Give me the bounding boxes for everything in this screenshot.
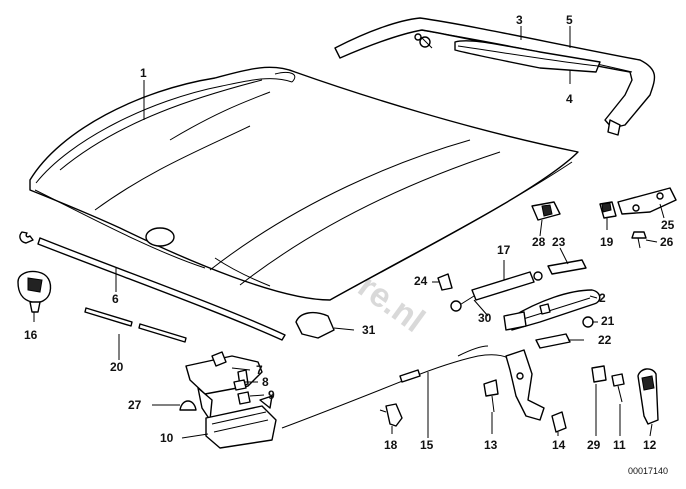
callout-16: 16 [24,328,38,342]
leader-lines [33,26,665,439]
lock-assembly [185,351,277,449]
callout-2: 2 [599,291,606,305]
seal-clip [414,33,433,49]
callout-5: 5 [566,13,573,27]
callout-14: 14 [552,438,566,452]
seal-strip-front [37,237,286,341]
callout-10: 10 [160,431,174,445]
handle-part-12 [637,368,659,425]
hood-panel [29,66,579,301]
plate-part-22 [535,333,571,349]
callout-4: 4 [566,92,573,106]
callout-11: 11 [613,438,626,452]
buffer-part-14 [551,411,567,433]
buffer-part-27 [179,400,197,411]
cover-part-31 [295,311,335,339]
callout-labels: 1 2 3 4 5 6 7 8 9 10 11 12 13 14 15 16 1… [24,13,675,452]
callout-1: 1 [140,66,147,80]
callout-7: 7 [256,363,263,377]
callout-31: 31 [362,323,376,337]
callout-20: 20 [110,360,124,374]
release-cable [281,345,509,429]
callout-17: 17 [497,243,511,257]
callout-8: 8 [262,375,269,389]
hood-hinge [503,289,601,331]
bolt-part-26 [631,231,647,249]
callout-24: 24 [414,274,428,288]
callout-22: 22 [598,333,612,347]
bracket-latch [505,349,545,421]
callout-15: 15 [420,438,434,452]
callout-6: 6 [112,292,119,306]
clip-part-24 [437,273,453,291]
callout-12: 12 [643,438,657,452]
latch-part-13 [483,379,499,413]
callout-28: 28 [532,235,546,249]
callout-9: 9 [268,388,275,402]
bolt-part-11 [611,373,625,403]
stop-part-23 [547,259,587,275]
rods-part-20 [84,307,187,343]
callout-23: 23 [552,235,566,249]
bracket-part-25 [617,187,677,215]
gas-strut [450,271,543,312]
rubber-part-28 [531,201,561,221]
clip-part-18 [379,403,403,427]
pin-part-29 [591,365,607,383]
clip-part-19 [599,201,617,219]
screw-part-21 [582,316,594,328]
callout-13: 13 [484,438,498,452]
callout-27: 27 [128,398,142,412]
strip-clip [19,231,34,244]
callout-26: 26 [660,235,674,249]
seal-strip-center [454,40,601,73]
callout-19: 19 [600,235,614,249]
callout-18: 18 [384,438,398,452]
callout-25: 25 [661,218,675,232]
drawing-number: 00017140 [628,466,668,476]
grommet-part-16 [17,270,52,313]
callout-29: 29 [587,438,601,452]
callout-3: 3 [516,13,523,27]
callout-21: 21 [601,314,615,328]
callout-30: 30 [478,311,492,325]
